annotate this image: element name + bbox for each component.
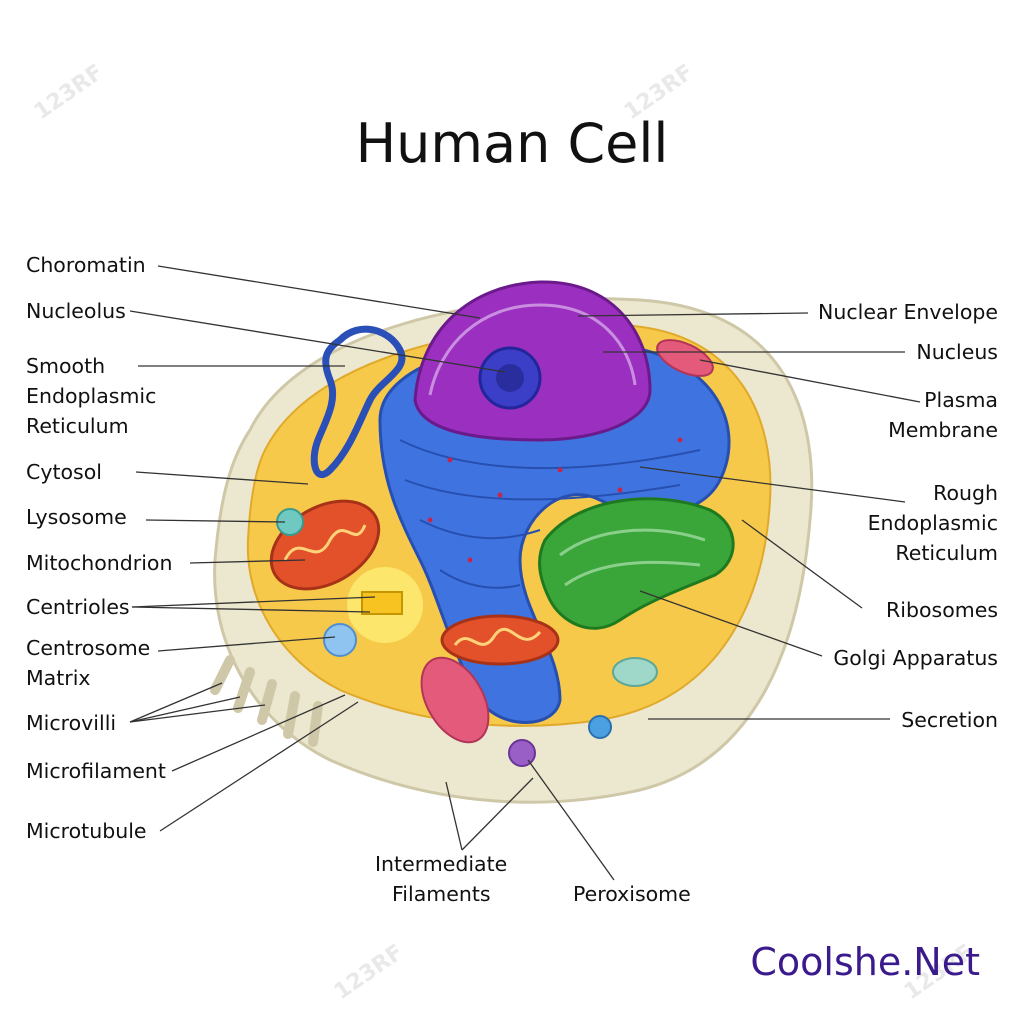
label-plasma-membrane-1: Plasma [924,388,998,412]
label-cytosol: Cytosol [26,460,102,484]
label-rough-er-3: Reticulum [895,541,998,565]
label-smooth-er-3: Reticulum [26,414,129,438]
secretion-vesicle [612,657,658,687]
nuclear-envelope-inner [428,303,637,396]
peroxisome [508,739,536,767]
label-microvilli: Microvilli [26,711,117,735]
label-plasma-membrane-2: Membrane [888,418,998,442]
label-peroxisome: Peroxisome [573,882,691,906]
label-intermediate-1: Intermediate [375,852,508,876]
golgi-apparatus [538,497,735,630]
leader-lines [129,265,921,881]
label-rough-er-2: Endoplasmic [867,511,998,535]
label-intermediate-2: Filaments [392,882,491,906]
mitochondrion [440,614,560,666]
pink-vesicle [420,656,490,744]
diagram-title: Human Cell [355,112,669,175]
label-nucleolus: Nucleolus [26,299,126,323]
label-smooth-er-1: Smooth [26,354,106,378]
label-microtubule: Microtubule [26,819,147,843]
label-golgi-apparatus: Golgi Apparatus [833,646,998,670]
label-nucleus: Nucleus [916,340,998,364]
label-centrosome-2: Matrix [26,666,91,690]
centrioles [347,567,423,643]
centrosome-matrix [323,623,357,657]
label-mitochondrion: Mitochondrion [26,551,173,575]
label-rough-er-1: Rough [933,481,998,505]
label-lysosome: Lysosome [26,505,127,529]
label-choromatin: Choromatin [26,253,146,277]
smooth-endoplasmic-reticulum [310,325,406,478]
microvilli [210,655,323,747]
secretion-vesicle [588,715,612,739]
label-ribosomes: Ribosomes [886,598,998,622]
label-secretion: Secretion [901,708,998,732]
label-smooth-er-2: Endoplasmic [26,384,157,408]
label-microfilament: Microfilament [26,759,166,783]
label-centrosome-1: Centrosome [26,636,151,660]
pink-vesicle [656,339,714,377]
label-centrioles: Centrioles [26,595,130,619]
brand-watermark: Coolshe.Net [750,940,980,984]
label-nuclear-envelope: Nuclear Envelope [818,300,998,324]
